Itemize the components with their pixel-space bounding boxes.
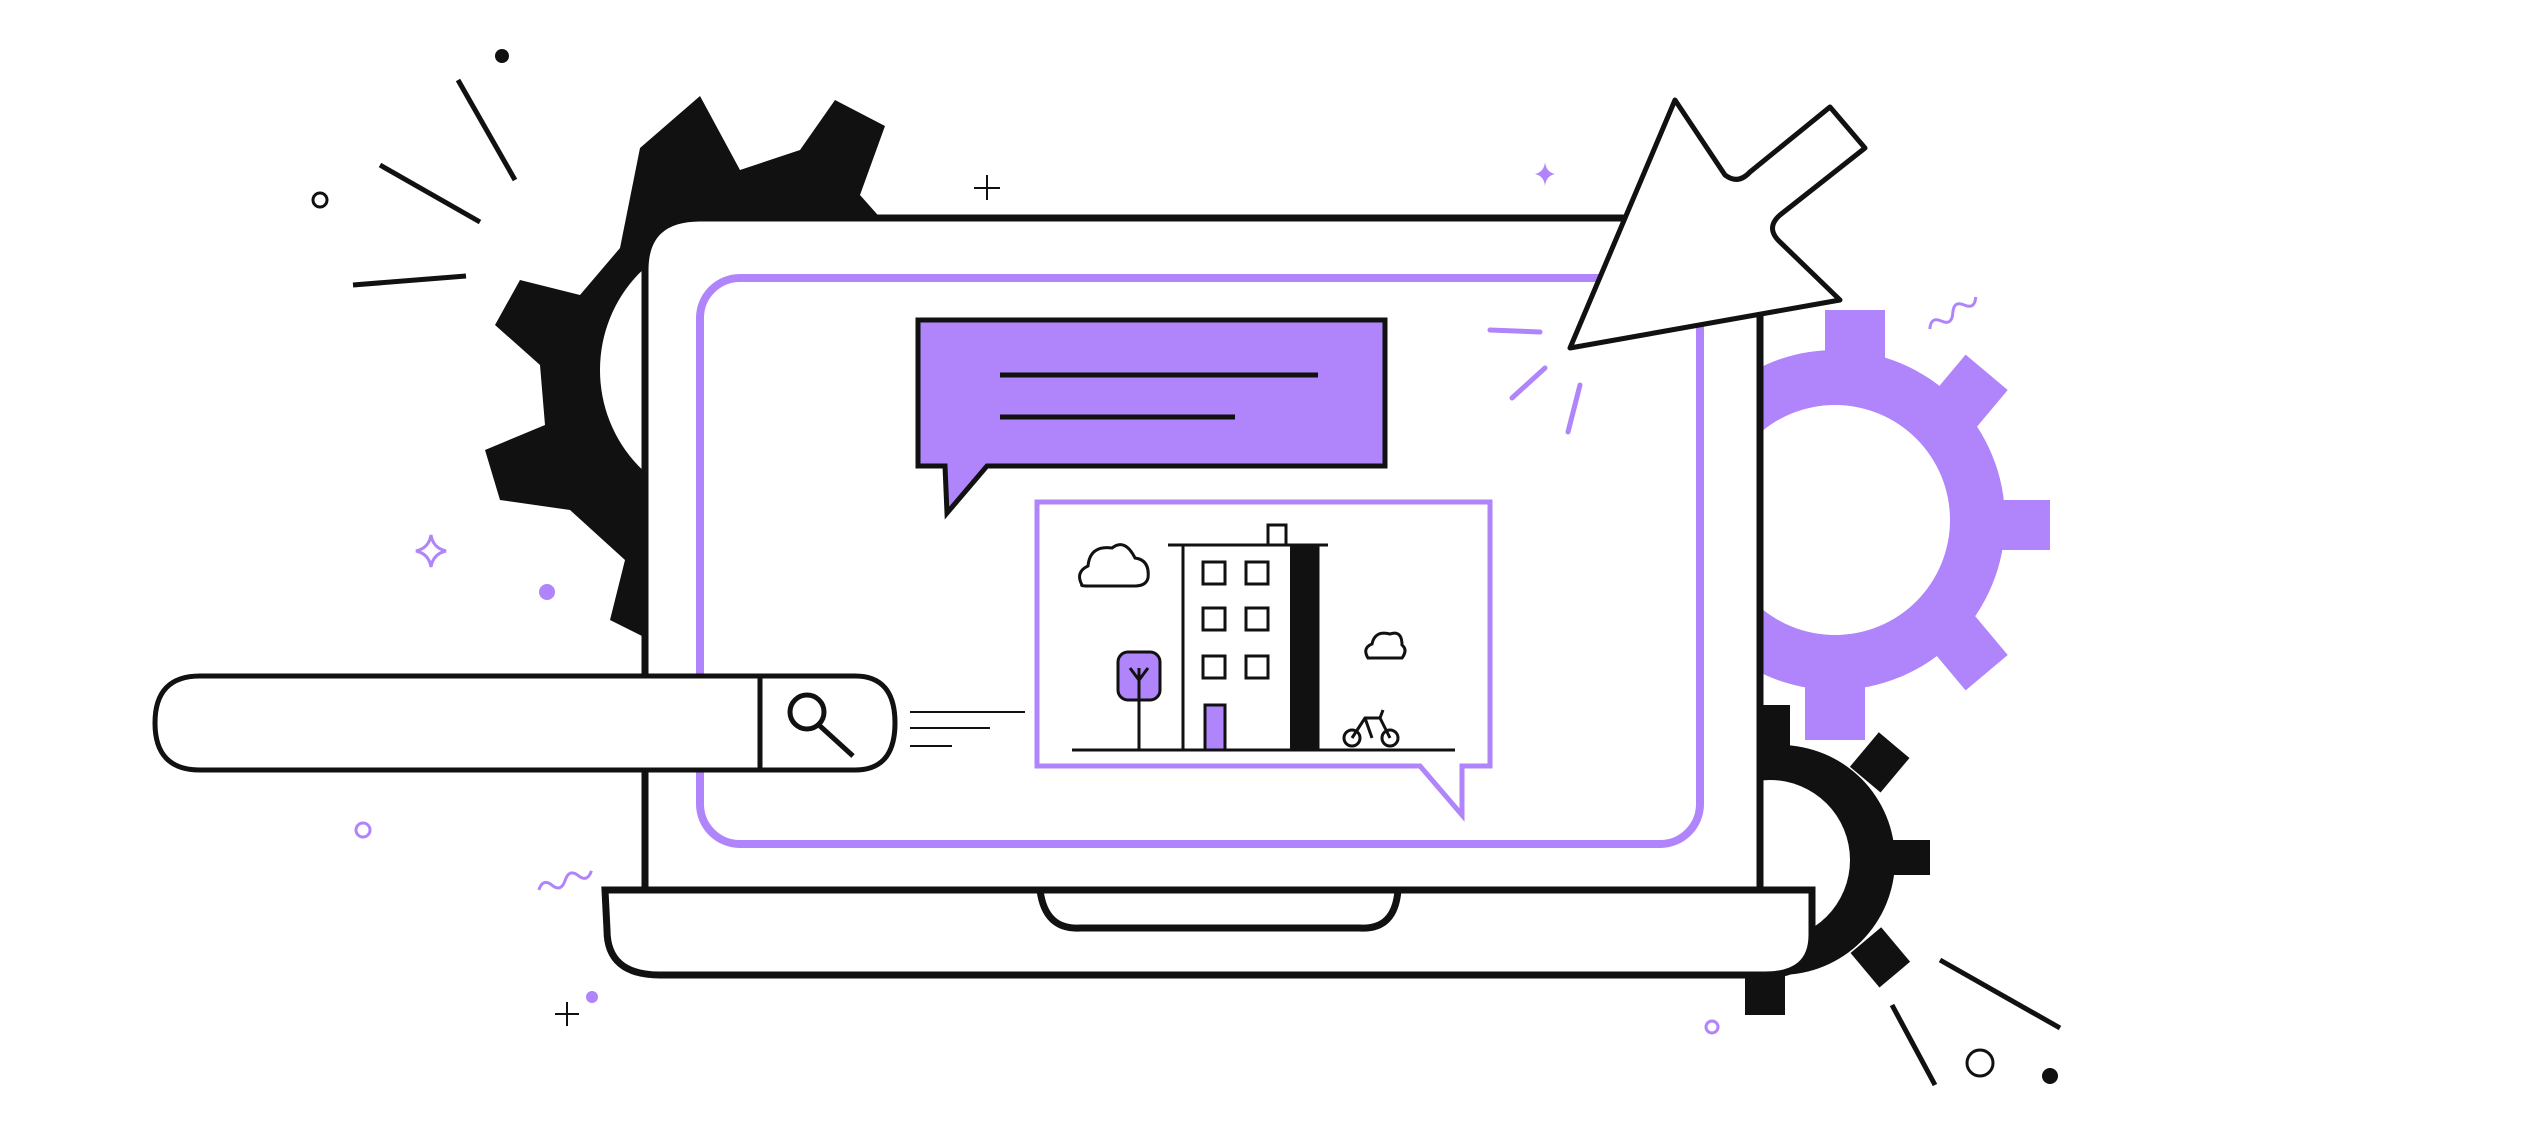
sparkle-icon (1535, 162, 1555, 186)
search-bar[interactable] (152, 673, 1025, 773)
cloud-icon (1364, 631, 1407, 660)
image-card (1034, 499, 1493, 822)
sparkle-icon (415, 534, 447, 568)
bicycle-icon (1342, 709, 1400, 748)
search-input[interactable] (152, 673, 898, 773)
search-icon[interactable] (787, 692, 855, 758)
building-icon (1168, 523, 1328, 752)
click-burst (1487, 327, 1583, 435)
cloud-icon (1078, 543, 1150, 588)
cursor-arrow-icon (1567, 97, 1868, 351)
speech-bubble-icon (915, 317, 1388, 520)
laptop-base (601, 886, 1816, 979)
burst-lines (352, 78, 2062, 1087)
decorations (311, 49, 2058, 1084)
tree-icon (1116, 650, 1162, 750)
